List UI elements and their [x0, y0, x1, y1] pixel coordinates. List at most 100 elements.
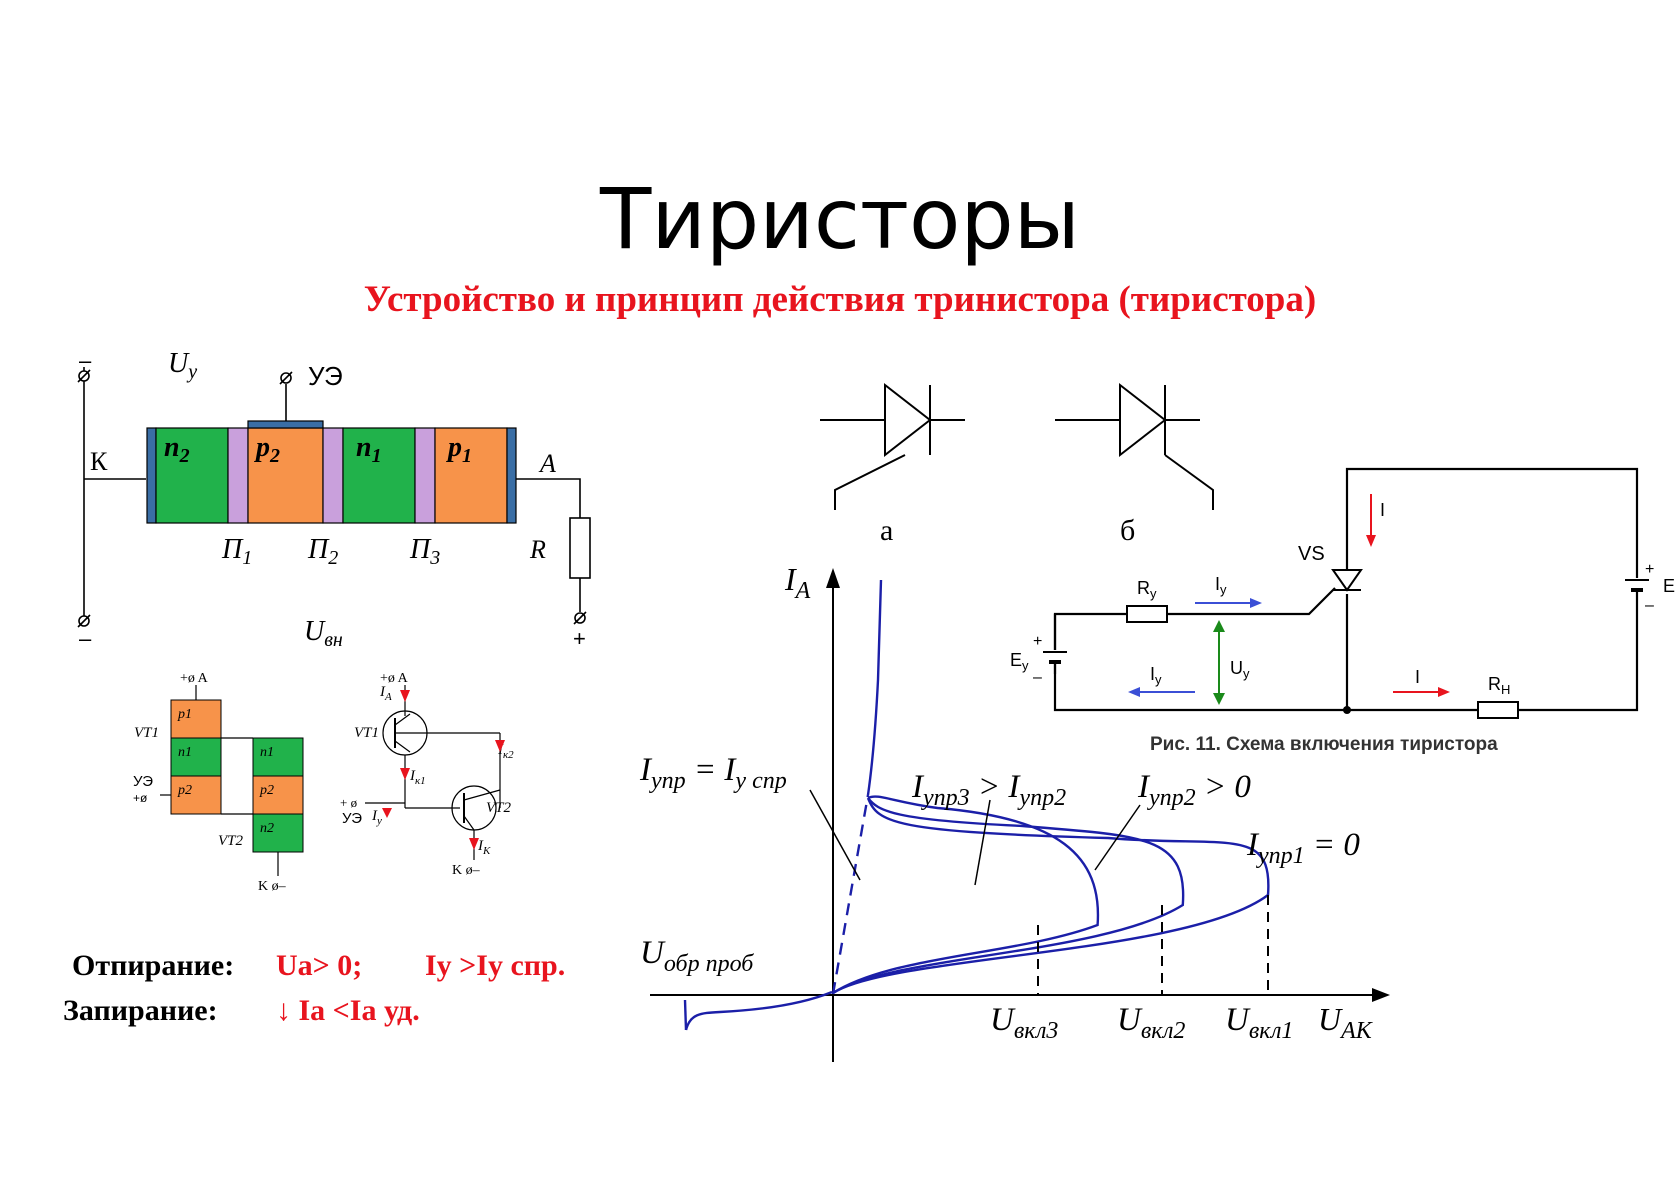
- label-iupr2: Iупр2 > 0: [1137, 769, 1251, 811]
- eq-ia-arrow-icon: [400, 690, 410, 702]
- label-junction-p3: П3: [409, 534, 440, 569]
- eq-vt2: VT2: [486, 800, 512, 816]
- gate-loop-bottom-wire: [1053, 614, 1347, 712]
- cathode-contact: [146, 427, 157, 524]
- label-vs: VS: [1298, 543, 1325, 565]
- conditions: Отпирание: Ua> 0; Iy >Iy спр. Запирание:…: [63, 949, 565, 1027]
- tt-gate-sign: +ø: [133, 791, 148, 805]
- region-n2: [155, 427, 229, 524]
- two-transistor-layers: +ø A p1 n1 p2 n1 p2 n2 K ø– VT1 VT2 УЭ +…: [133, 671, 304, 894]
- label-junction-p2: П2: [307, 534, 338, 569]
- label-uvkl3: Uвкл3: [990, 1002, 1058, 1044]
- label-iupr-eq: Iупр = Iy спр: [639, 752, 787, 794]
- on-state-branch: [866, 579, 883, 796]
- tt-vt1: VT1: [134, 725, 159, 741]
- on-cond-iy: Iy >Iy спр.: [425, 949, 565, 982]
- on-cond-ua: Ua> 0;: [276, 949, 362, 982]
- junction-p1-strip: [227, 427, 249, 524]
- terminal-bottom-icon[interactable]: [77, 614, 91, 628]
- iv-curve-1: [832, 797, 1270, 995]
- eq-gate-label: УЭ: [342, 810, 362, 827]
- region-p1: [434, 427, 508, 524]
- label-uvkl1: Uвкл1: [1225, 1002, 1293, 1044]
- eq-anode-term: +ø A: [380, 671, 409, 686]
- eq-ik1-arrow-icon: [400, 768, 410, 780]
- thyristor-symbol-b: б: [1055, 382, 1214, 547]
- iv-characteristic: IA UAK Iупр = Iy спр Iупр3 > Iупр2 Iупр2…: [639, 561, 1390, 1062]
- label-iupr1: Iупр1 = 0: [1246, 827, 1360, 869]
- leader-iupr3: [974, 799, 991, 886]
- tt-left-label-0: p1: [177, 707, 192, 722]
- label-ry: Ry: [1137, 578, 1157, 601]
- terminal-plus: +: [573, 626, 586, 651]
- off-label: Запирание:: [63, 994, 218, 1027]
- circuit-caption: Рис. 11. Схема включения тиристора: [1150, 734, 1498, 755]
- junction-p2-strip: [322, 427, 344, 524]
- anode-wire: [516, 478, 581, 518]
- label-resistor: R: [529, 535, 546, 564]
- eq-ik1: Iк1: [409, 768, 426, 787]
- label-uobr: Uобр проб: [640, 935, 754, 977]
- y-axis-label: IA: [784, 561, 811, 604]
- tt-right-layer-1: [252, 775, 304, 815]
- junction-p3-strip: [414, 427, 436, 524]
- tt-gate: УЭ: [133, 773, 153, 790]
- label-cathode: К: [90, 447, 108, 476]
- terminal-bottom-minus: –: [79, 626, 92, 651]
- tt-left-label-2: p2: [177, 783, 192, 798]
- eq-ik-arrow-icon: [469, 838, 479, 850]
- tt-right-label-1: p2: [259, 783, 274, 798]
- terminal-top-minus: –: [79, 348, 92, 373]
- label-iy-top: Iy: [1215, 574, 1227, 597]
- label-i-bottom: I: [1415, 667, 1420, 687]
- tt-vt2: VT2: [218, 833, 244, 849]
- label-uy: Uy: [1230, 658, 1250, 681]
- e-minus: –: [1645, 597, 1654, 614]
- label-p1: p1: [446, 432, 472, 467]
- anode-contact: [506, 427, 517, 524]
- gate-terminal-icon[interactable]: [279, 371, 293, 385]
- tt-left-label-1: n1: [178, 745, 192, 760]
- eq-ik: IК: [477, 838, 491, 857]
- eq-gate-term: + ø: [340, 795, 358, 810]
- eq-ik2-arrow-icon: [495, 740, 505, 752]
- tt-right-label-2: n2: [260, 821, 274, 836]
- eq-ia: IA: [379, 684, 392, 703]
- tt-anode-term: +ø A: [180, 671, 209, 686]
- label-i-top: I: [1380, 500, 1385, 520]
- iv-curve-2: [832, 797, 1185, 995]
- tt-cathode-term: K ø–: [258, 879, 287, 894]
- resistor-rn: [1477, 701, 1519, 719]
- label-symbol-b: б: [1120, 514, 1135, 547]
- pnpn-structure: – – Uу К УЭ n2 p2: [77, 348, 591, 651]
- leader-iupr2: [1094, 804, 1141, 871]
- leader-iupr: [809, 789, 861, 881]
- tt-right-layer-2: [252, 813, 304, 853]
- ey-minus: –: [1033, 669, 1042, 686]
- e-plus: +: [1645, 561, 1654, 578]
- tt-left-layer-0: [170, 699, 222, 739]
- off-cond: ↓ Ia <Ia уд.: [276, 994, 420, 1027]
- label-p2: p2: [254, 432, 280, 467]
- terminal-top-icon[interactable]: [77, 369, 91, 383]
- thyristor-symbol-a: а: [820, 382, 965, 547]
- eq-cathode-term: K ø–: [452, 863, 481, 878]
- iv-curve-3: [832, 795, 1100, 995]
- eq-iy: Iy: [371, 808, 382, 827]
- label-uvkl2: Uвкл2: [1117, 1002, 1185, 1044]
- tt-left-layer-2: [170, 775, 222, 815]
- iv-curves: [832, 795, 1270, 995]
- label-n1: n1: [356, 432, 382, 467]
- label-e: E: [1663, 576, 1675, 596]
- equivalent-circuit: +ø A IA VT1 Iк2 Iк1 VT2 IК K ø– + ø УЭ I…: [340, 671, 514, 878]
- resistor-ry: [1126, 605, 1168, 623]
- x-axis-label: UAK: [1318, 1001, 1374, 1044]
- tt-right-label-0: n1: [260, 745, 274, 760]
- anode-terminal-icon[interactable]: [573, 611, 587, 625]
- reverse-branch: [684, 990, 833, 1031]
- label-ey: Ey: [1010, 650, 1029, 673]
- ey-plus: +: [1033, 633, 1042, 650]
- label-uy: Uу: [168, 348, 197, 383]
- label-n2: n2: [164, 432, 190, 467]
